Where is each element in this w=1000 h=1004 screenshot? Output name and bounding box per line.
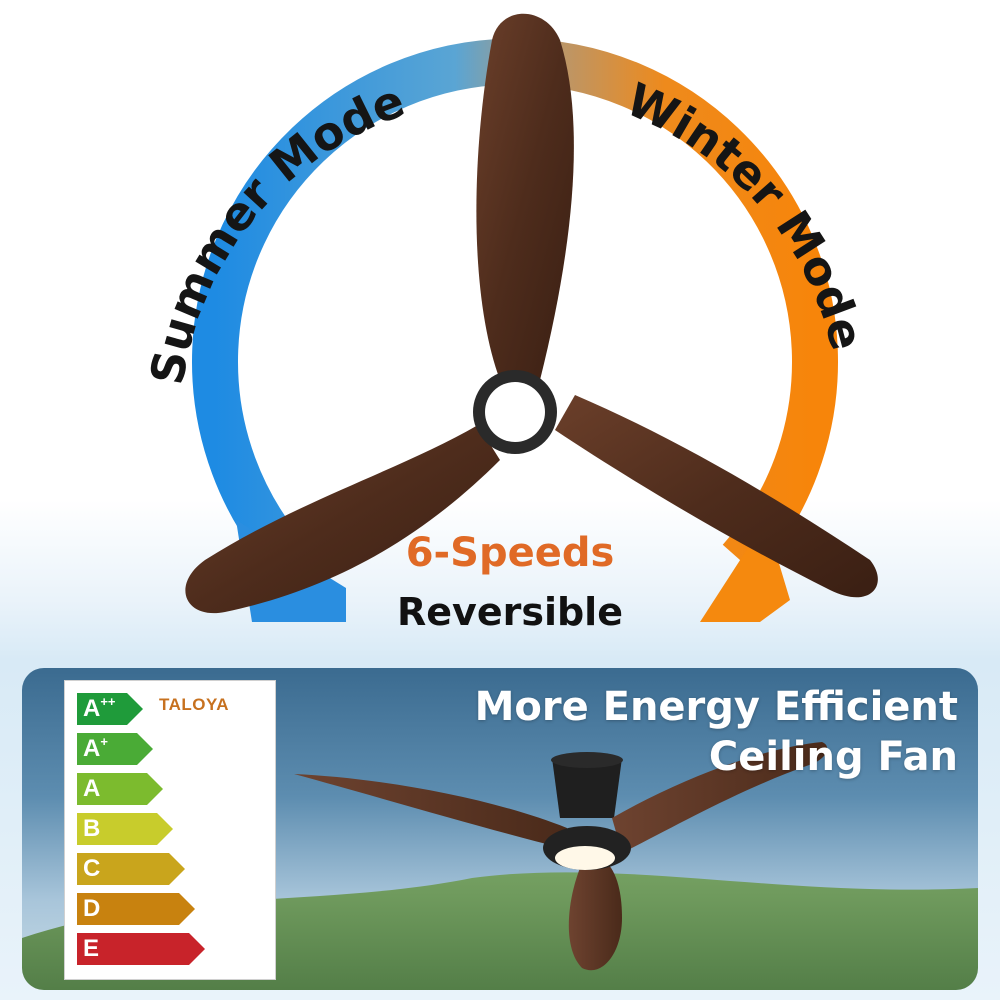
energy-class-bar [77, 733, 153, 765]
headline-line1: More Energy Efficient [474, 684, 958, 730]
fan-blades [185, 13, 878, 614]
energy-class-suffix: ++ [100, 694, 116, 709]
brand-name: TALOYA [159, 695, 230, 714]
energy-class-letter: C [83, 855, 101, 882]
fan-light [485, 382, 545, 442]
energy-class-letter: A+ [83, 734, 108, 762]
energy-class-bar [77, 933, 205, 965]
fan-light-2 [555, 846, 615, 870]
summer-mode-label: Summer Mode [140, 73, 412, 388]
energy-panel: More Energy Efficient Ceiling Fan TALOYA… [22, 668, 978, 990]
energy-class-bar [77, 773, 163, 805]
energy-class-bar [77, 853, 185, 885]
energy-class-letter: D [83, 895, 101, 922]
headline: More Energy Efficient Ceiling Fan [475, 682, 958, 782]
energy-class-bar [77, 893, 195, 925]
fan-blade-top [476, 13, 574, 380]
energy-class-suffix: + [100, 734, 108, 749]
energy-class-bar [77, 693, 143, 725]
winter-mode-label: Winter Mode [619, 72, 875, 355]
fan-blade-left [185, 425, 501, 614]
energy-class-letter: B [83, 815, 101, 842]
canopy [552, 758, 622, 818]
fan-blade-right [555, 395, 878, 598]
fan-blade-down [568, 863, 622, 971]
fan-blade-right-2 [612, 742, 828, 853]
ceiling-fan-photo [294, 742, 828, 971]
reversible-label: Reversible [397, 590, 623, 634]
energy-class-bar [77, 813, 173, 845]
fan-blade-long [294, 774, 567, 848]
energy-class-letter: A++ [83, 694, 116, 722]
energy-class-letter: E [83, 935, 100, 962]
speeds-label: 6-Speeds [405, 530, 615, 576]
headline-line2: Ceiling Fan [708, 734, 958, 780]
energy-class-letter: A [83, 775, 101, 802]
